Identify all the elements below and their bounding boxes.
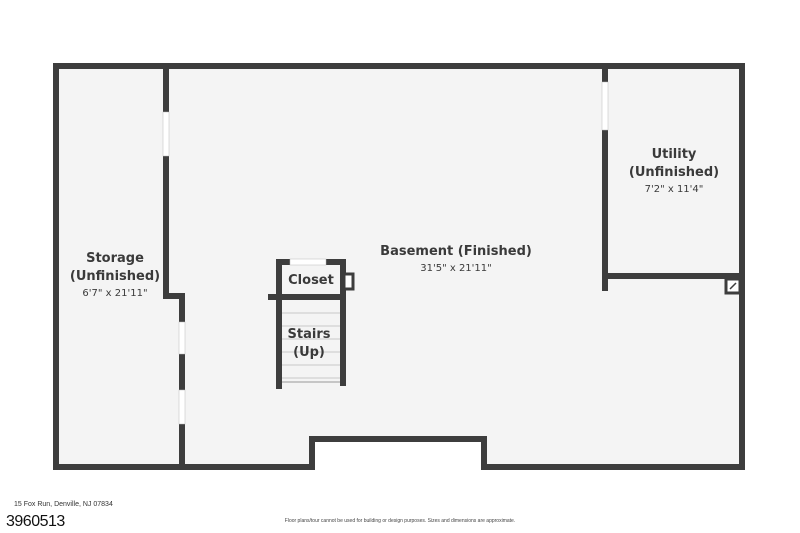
stairs-name-line1: Stairs — [288, 327, 331, 342]
window-opening — [178, 321, 186, 355]
outer-wall — [53, 63, 745, 470]
storage-partition-wall — [162, 66, 186, 467]
window-opening — [601, 81, 609, 131]
storage-name-line2: (Unfinished) — [70, 269, 160, 284]
closet-fixture — [342, 272, 355, 291]
utility-name-line2: (Unfinished) — [629, 165, 719, 180]
disclaimer-text: Floor plans/tour cannot be used for buil… — [284, 518, 516, 524]
closet-name: Closet — [288, 273, 334, 288]
stairs-name-line2: (Up) — [293, 345, 325, 360]
utility-dimensions: 7'2" x 11'4" — [645, 184, 704, 195]
window-opening — [178, 389, 186, 425]
basement-name: Basement (Finished) — [380, 244, 532, 259]
listing-id: 3960513 — [6, 513, 65, 530]
closet-door-opening — [289, 258, 327, 266]
storage-name-line1: Storage — [86, 251, 144, 266]
closet-stairs-block — [268, 258, 355, 389]
floor-area — [56, 66, 742, 467]
window-opening — [162, 111, 170, 157]
utility-walls — [601, 66, 742, 295]
storage-dimensions: 6'7" x 21'11" — [82, 288, 147, 299]
utility-name-line1: Utility — [652, 147, 697, 162]
stair-treads — [281, 312, 341, 379]
property-address: 15 Fox Run, Denville, NJ 07834 — [14, 501, 113, 508]
basement-dimensions: 31'5" x 21'11" — [420, 263, 492, 274]
